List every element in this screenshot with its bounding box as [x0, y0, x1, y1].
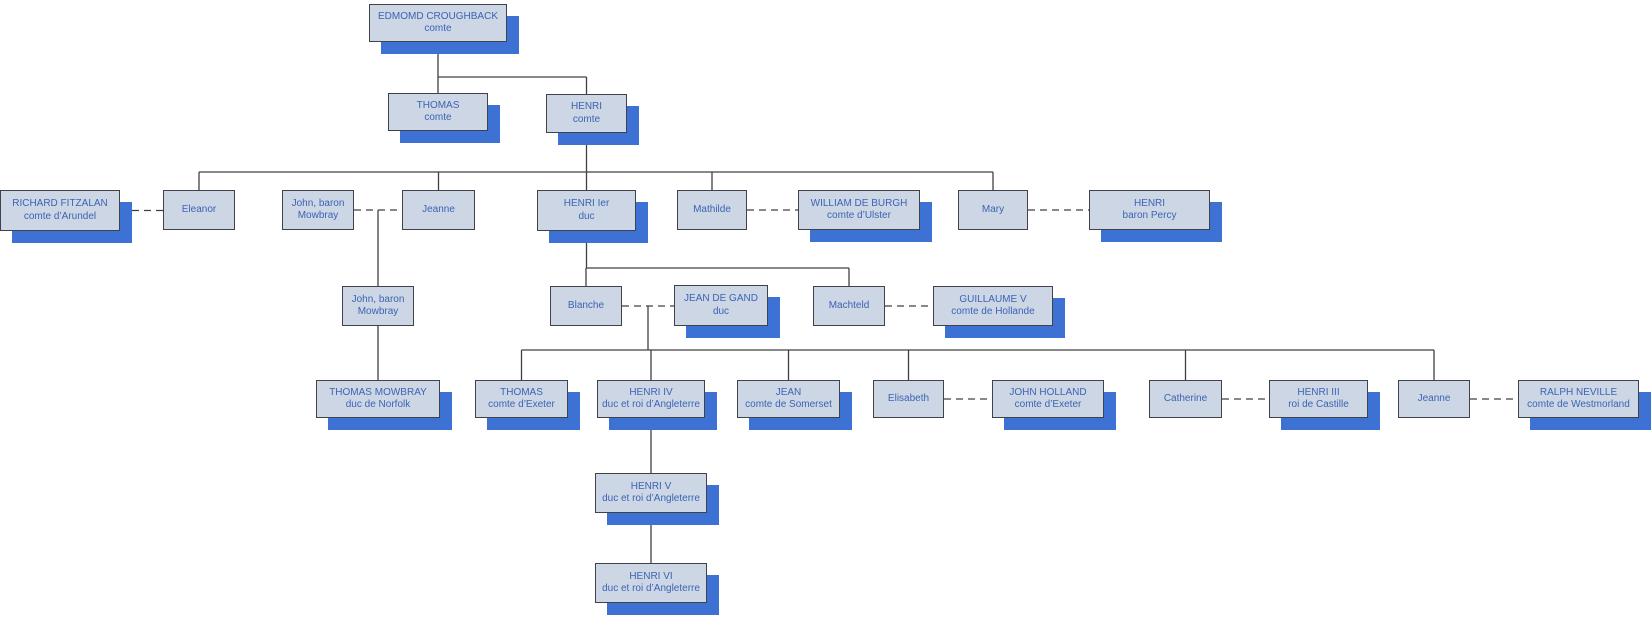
person-title: comte — [424, 112, 452, 123]
person-name: THOMAS MOWBRAY — [329, 386, 427, 398]
person-name: Jeanne — [422, 203, 455, 215]
person-title: comte — [424, 23, 452, 34]
person-name: JOHN HOLLAND — [1009, 386, 1087, 398]
person-title: comte de Somerset — [745, 399, 832, 410]
person-box-machteld[interactable]: Machteld — [813, 286, 885, 326]
person-name: RICHARD FITZALAN — [12, 198, 108, 209]
person-name: HENRI — [570, 101, 603, 112]
person-title: duc de Norfolk — [345, 399, 411, 410]
person-title: Mowbray — [357, 306, 399, 317]
person-name: THOMAS — [416, 99, 460, 111]
person-name: HENRI IV — [629, 386, 673, 398]
person-name: HENRI Ier — [563, 198, 610, 209]
person-title: roi de Castille — [1288, 399, 1349, 410]
person-name: Mathilde — [693, 203, 731, 215]
person-name: Mary — [981, 203, 1005, 215]
person-title: duc et roi d’Angleterre — [602, 583, 700, 594]
person-box-mathilde[interactable]: Mathilde — [677, 190, 747, 230]
person-title: comte — [572, 113, 601, 125]
person-box-mary[interactable]: Mary — [958, 190, 1028, 230]
person-title: comte d’Arundel — [23, 210, 97, 222]
person-name: HENRI V — [630, 480, 672, 492]
person-title: duc — [578, 210, 595, 222]
person-name: Blanche — [567, 299, 605, 311]
person-box-eleanor[interactable]: Eleanor — [163, 190, 235, 230]
person-name: John, baron — [351, 293, 405, 305]
person-title: duc — [712, 305, 730, 317]
person-title: comte de Westmorland — [1527, 399, 1630, 410]
person-title: comte d’Ulster — [827, 210, 891, 221]
person-title: comte d’Exeter — [1014, 399, 1082, 410]
person-name: JEAN DE GAND — [684, 293, 758, 304]
person-title: duc et roi d’Angleterre — [602, 493, 700, 504]
person-box-jeanne1[interactable]: Jeanne — [402, 190, 475, 230]
person-title: baron Percy — [1122, 210, 1177, 221]
person-name: GUILLAUME V — [959, 293, 1027, 305]
person-name: JEAN — [775, 386, 802, 398]
person-name: EDMOMD CROUGHBACK — [377, 10, 498, 22]
person-title: duc et roi d’Angleterre — [602, 399, 700, 410]
person-name: HENRI III — [1297, 386, 1340, 398]
person-name: HENRI — [1133, 197, 1166, 209]
person-name: Eleanor — [181, 203, 217, 215]
person-name: Jeanne — [1417, 392, 1451, 404]
person-name: Elisabeth — [887, 392, 930, 404]
person-box-blanche[interactable]: Blanche — [550, 286, 622, 326]
person-box-catherine[interactable]: Catherine — [1149, 380, 1222, 418]
person-box-elisabeth[interactable]: Elisabeth — [873, 380, 944, 418]
person-name: John, baron — [291, 197, 345, 209]
person-title: comte de Hollande — [951, 306, 1035, 317]
person-name: Catherine — [1163, 392, 1208, 404]
person-name: THOMAS — [500, 386, 543, 398]
person-box-jeanne2[interactable]: Jeanne — [1398, 380, 1470, 418]
person-title: Mowbray — [297, 210, 339, 221]
person-name: HENRI VI — [629, 570, 673, 582]
person-title: comte d’Exeter — [488, 399, 555, 410]
person-name: WILLIAM DE BURGH — [810, 197, 908, 209]
person-name: RALPH NEVILLE — [1539, 386, 1618, 398]
person-name: Machteld — [828, 299, 870, 311]
